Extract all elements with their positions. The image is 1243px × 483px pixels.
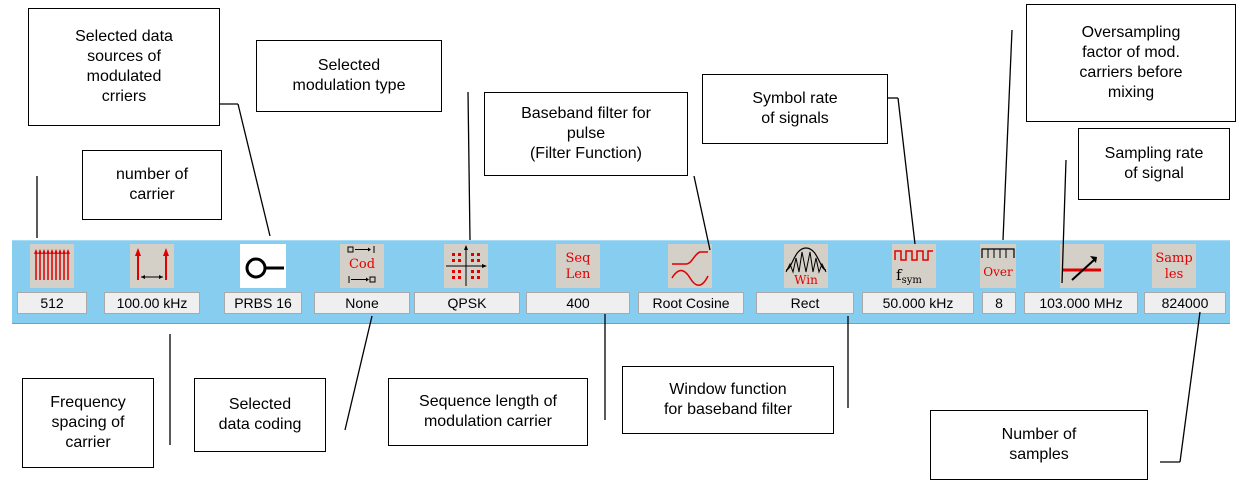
symbol-rate-icon-label: fsym <box>896 266 922 286</box>
constellation-icon[interactable] <box>444 244 488 288</box>
sequence-length-icon[interactable]: Seq Len <box>556 244 600 288</box>
callout-baseband-filter: Baseband filter for pulse (Filter Functi… <box>484 92 688 176</box>
callout-sequence-length: Sequence length of modulation carrier <box>388 378 588 446</box>
callout-frequency-spacing: Frequency spacing of carrier <box>22 378 154 468</box>
callout-symbol-rate: Symbol rate of signals <box>702 74 888 144</box>
callout-window-function: Window function for baseband filter <box>622 366 834 434</box>
coding-icon-label: Cod <box>349 257 375 272</box>
carrier-count-icon[interactable] <box>30 244 74 288</box>
oversampling-field[interactable]: 8 <box>982 292 1016 314</box>
samples-icon-label-2: les <box>1165 267 1184 282</box>
sequence-length-icon-label-1: Seq <box>566 251 591 266</box>
data-source-icon[interactable] <box>240 244 286 288</box>
carrier-count-field[interactable]: 512 <box>17 292 87 314</box>
sampling-rate-icon[interactable] <box>1060 244 1104 288</box>
samples-icon-label-1: Samp <box>1155 251 1192 266</box>
callout-modulation-type: Selected modulation type <box>256 40 442 112</box>
callout-sampling-rate: Sampling rate of signal <box>1078 128 1230 200</box>
callout-data-sources: Selected data sources of modulated crrie… <box>28 8 220 126</box>
symbol-rate-icon[interactable]: fsym <box>892 244 936 288</box>
sequence-length-field[interactable]: 400 <box>526 292 630 314</box>
window-icon-label: Win <box>794 273 818 287</box>
samples-field[interactable]: 824000 <box>1144 292 1226 314</box>
callout-number-of-samples: Number of samples <box>930 410 1148 480</box>
sampling-rate-field[interactable]: 103.000 MHz <box>1024 292 1138 314</box>
data-source-field[interactable]: PRBS 16 <box>224 292 302 314</box>
samples-icon[interactable]: Samp les <box>1152 244 1196 288</box>
modulation-field[interactable]: QPSK <box>414 292 520 314</box>
frequency-spacing-field[interactable]: 100.00 kHz <box>104 292 200 314</box>
filter-field[interactable]: Root Cosine <box>638 292 744 314</box>
oversampling-icon-label: Over <box>983 265 1013 279</box>
sequence-length-icon-label-2: Len <box>566 267 591 282</box>
coding-icon[interactable]: Cod <box>340 244 384 288</box>
filter-icon[interactable] <box>668 244 712 288</box>
window-field[interactable]: Rect <box>756 292 854 314</box>
window-icon[interactable]: Win <box>784 244 828 288</box>
frequency-spacing-icon[interactable] <box>130 244 174 288</box>
coding-field[interactable]: None <box>314 292 410 314</box>
oversampling-icon[interactable]: Over <box>980 244 1016 288</box>
callout-data-coding: Selected data coding <box>194 378 326 452</box>
callout-number-of-carrier: number of carrier <box>82 150 222 220</box>
callout-oversampling: Oversampling factor of mod. carriers bef… <box>1026 4 1236 122</box>
symbol-rate-field[interactable]: 50.000 kHz <box>862 292 974 314</box>
